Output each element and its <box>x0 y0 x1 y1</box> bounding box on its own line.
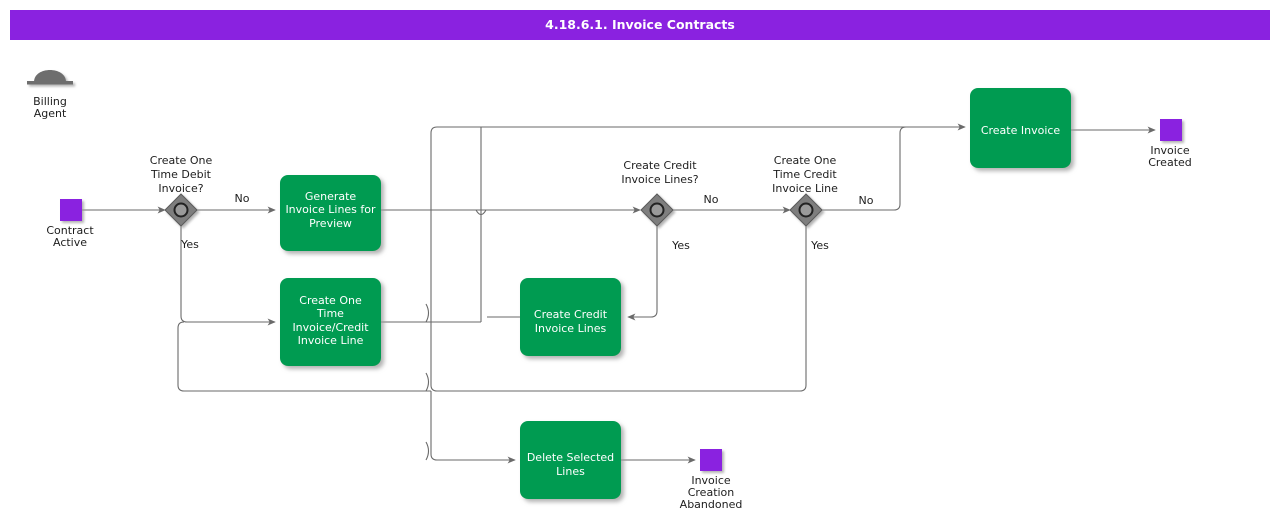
flow-connectors <box>82 123 1156 464</box>
flow-gw2-yes-to-createcredit <box>627 226 658 321</box>
event-label-line: Contract <box>46 224 94 237</box>
gateway-one-time-debit[interactable]: Create One Time Debit Invoice? No Yes <box>150 154 250 251</box>
gateway-label-line: Invoice? <box>158 182 203 195</box>
actor-hat-icon <box>27 70 73 85</box>
task-label-line: Create Credit <box>534 308 608 321</box>
event-label-line: Creation <box>688 486 735 499</box>
gateway-label-line: Time Credit <box>772 168 837 181</box>
task-label-line: Create Invoice <box>981 124 1061 137</box>
event-label-line: Invoice <box>1150 144 1190 157</box>
flow-gw3-yes-loopback <box>430 126 930 392</box>
edge-label-no: No <box>859 194 874 207</box>
gateway-one-time-credit[interactable]: Create One Time Credit Invoice Line No Y… <box>772 154 874 252</box>
task-label-line: Create One <box>299 294 362 307</box>
event-contract-active[interactable]: Contract Active <box>46 199 94 249</box>
actor-billing-agent: Billing Agent <box>27 70 73 120</box>
task-create-invoice[interactable]: Create Invoice <box>970 88 1071 168</box>
event-label-line: Abandoned <box>680 498 743 511</box>
hop-431-391 <box>425 372 430 392</box>
event-label-line: Active <box>53 236 87 249</box>
gateway-label-line: Invoice Line <box>772 182 838 195</box>
page-title: 4.18.6.1. Invoice Contracts <box>545 17 735 32</box>
task-generate-invoice-lines-for-preview[interactable]: Generate Invoice Lines for Preview <box>280 175 381 251</box>
task-label-line: Preview <box>309 217 352 230</box>
task-label-line: Invoice/Credit <box>292 321 369 334</box>
gateway-credit-invoice-lines[interactable]: Create Credit Invoice Lines? No Yes <box>621 159 718 252</box>
task-create-one-time-invoice-credit-invoice-line[interactable]: Create One Time Invoice/Credit Invoice L… <box>280 278 381 366</box>
flow-gw1-yes-to-onetime <box>180 226 276 326</box>
task-create-credit-invoice-lines[interactable]: Create Credit Invoice Lines <box>520 278 621 356</box>
task-label-line: Lines <box>556 465 585 478</box>
task-delete-selected-lines[interactable]: Delete Selected Lines <box>520 421 621 499</box>
edge-label-yes: Yes <box>671 239 690 252</box>
title-bar: 4.18.6.1. Invoice Contracts <box>10 10 1270 40</box>
actor-label-line1: Billing <box>33 95 67 108</box>
task-label-line: Time <box>316 307 344 320</box>
hop-431-322 <box>425 303 430 323</box>
edge-label-no: No <box>704 193 719 206</box>
hop-431-460 <box>425 441 430 461</box>
flow-gw3-no-to-createinvoice <box>822 123 966 211</box>
hop-481-210 <box>475 209 487 216</box>
flow-bottom-return-left <box>177 321 431 392</box>
edge-label-no: No <box>235 192 250 205</box>
gateway-label-line: Time Debit <box>150 168 212 181</box>
task-label-line: Invoice Lines <box>535 322 607 335</box>
event-invoice-created[interactable]: Invoice Created <box>1148 119 1192 169</box>
actor-label-line2: Agent <box>34 107 67 120</box>
task-label-line: Delete Selected <box>527 451 614 464</box>
task-label-line: Invoice Lines for <box>285 203 376 216</box>
edge-label-yes: Yes <box>180 238 199 251</box>
flow-to-delete-selected <box>430 391 516 464</box>
task-label-line: Invoice Line <box>298 334 364 347</box>
gateway-label-line: Create Credit <box>623 159 697 172</box>
gateway-label-line: Invoice Lines? <box>621 173 698 186</box>
edge-label-yes: Yes <box>810 239 829 252</box>
gateway-label-line: Create One <box>774 154 837 167</box>
event-label-line: Invoice <box>691 474 731 487</box>
event-label-line: Created <box>1148 156 1192 169</box>
task-label-line: Generate <box>305 190 357 203</box>
gateway-label-line: Create One <box>150 154 213 167</box>
event-invoice-creation-abandoned[interactable]: Invoice Creation Abandoned <box>680 449 743 511</box>
